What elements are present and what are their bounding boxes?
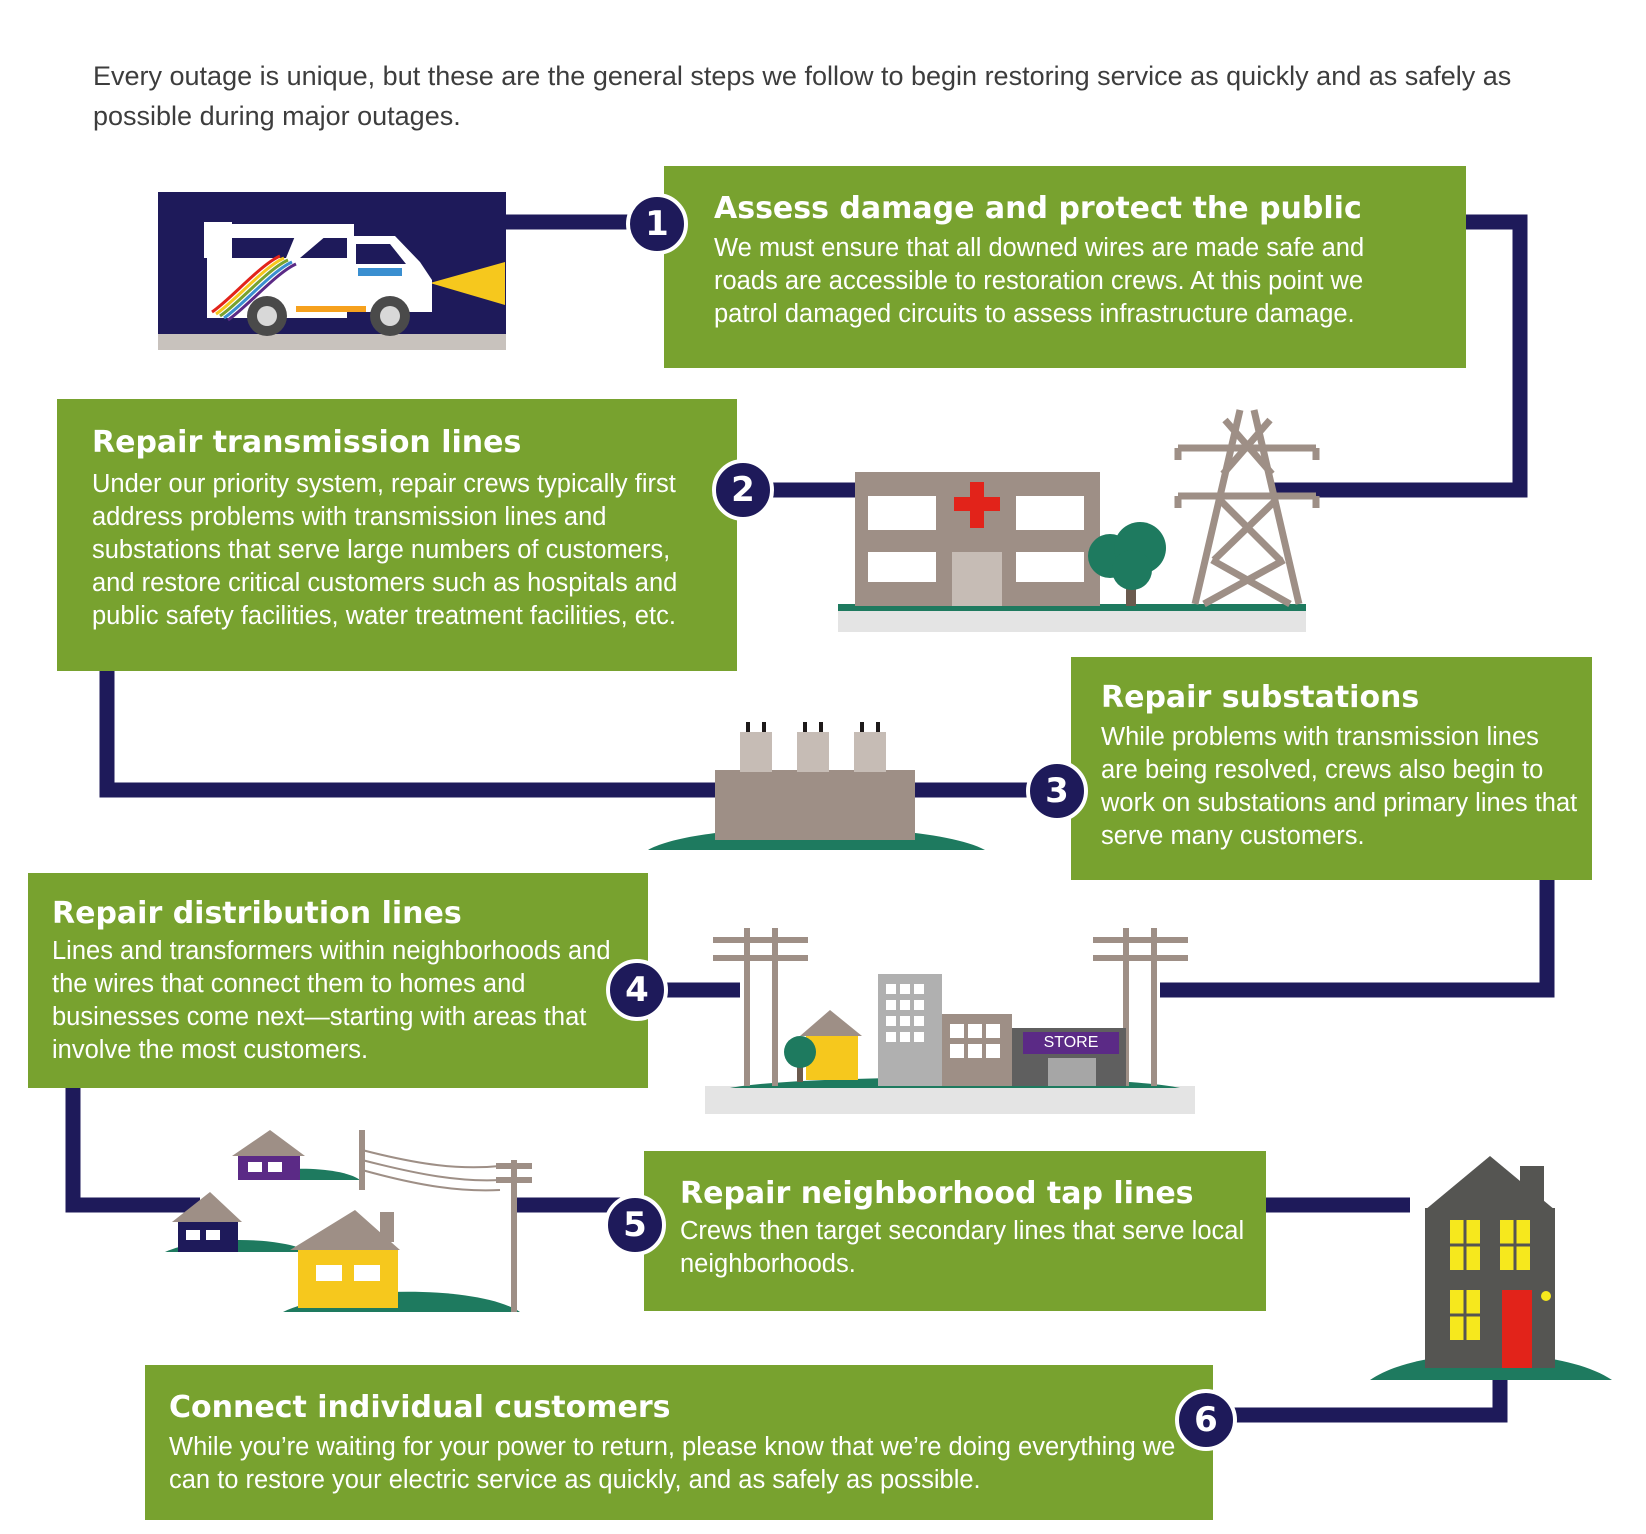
step-3-box: Repair substations While problems with t… [1071,657,1592,880]
step-4-title: Repair distribution lines [52,896,462,931]
connector-path [65,214,1555,1423]
store-sign: STORE [1043,1034,1099,1051]
step-6-number-badge: 6 [1175,1389,1237,1451]
bucket-truck-illustration [158,192,506,350]
step-5-title: Repair neighborhood tap lines [680,1176,1194,1211]
step-1-title: Assess damage and protect the public [714,191,1362,226]
step-5-box: Repair neighborhood tap lines Crews then… [644,1151,1266,1311]
step-1-number-badge: 1 [626,193,688,255]
step-4-number-badge: 4 [606,959,668,1021]
step-1-text: We must ensure that all downed wires are… [714,234,1365,328]
step-6-title: Connect individual customers [169,1390,671,1425]
step-3-text: While problems with transmission lines a… [1101,723,1578,850]
step-2-box: Repair transmission lines Under our prio… [57,399,737,671]
step-5-text: Crews then target secondary lines that s… [680,1217,1245,1278]
step-2-title: Repair transmission lines [92,425,522,460]
hospital-tower-illustration [838,409,1320,632]
step-1-box: Assess damage and protect the public We … [664,166,1466,368]
step-2-number-badge: 2 [712,459,774,521]
step-4-text: Lines and transformers within neighborho… [52,937,611,1064]
neighborhood-store-illustration [705,928,1195,1114]
step-3-number-badge: 3 [1026,760,1088,822]
houses-poles-illustration [165,1130,532,1312]
step-2-text: Under our priority system, repair crews … [92,470,678,630]
step-6-box: Connect individual customers While you’r… [145,1365,1213,1520]
substation-illustration [648,722,985,850]
step-3-title: Repair substations [1101,680,1420,715]
step-4-box: Repair distribution lines Lines and tran… [28,873,648,1088]
intro-text: Every outage is unique, but these are th… [93,61,1512,131]
step-5-number-badge: 5 [604,1194,666,1256]
step-6-text: While you’re waiting for your power to r… [169,1433,1176,1494]
customer-house-illustration [1370,1156,1612,1380]
